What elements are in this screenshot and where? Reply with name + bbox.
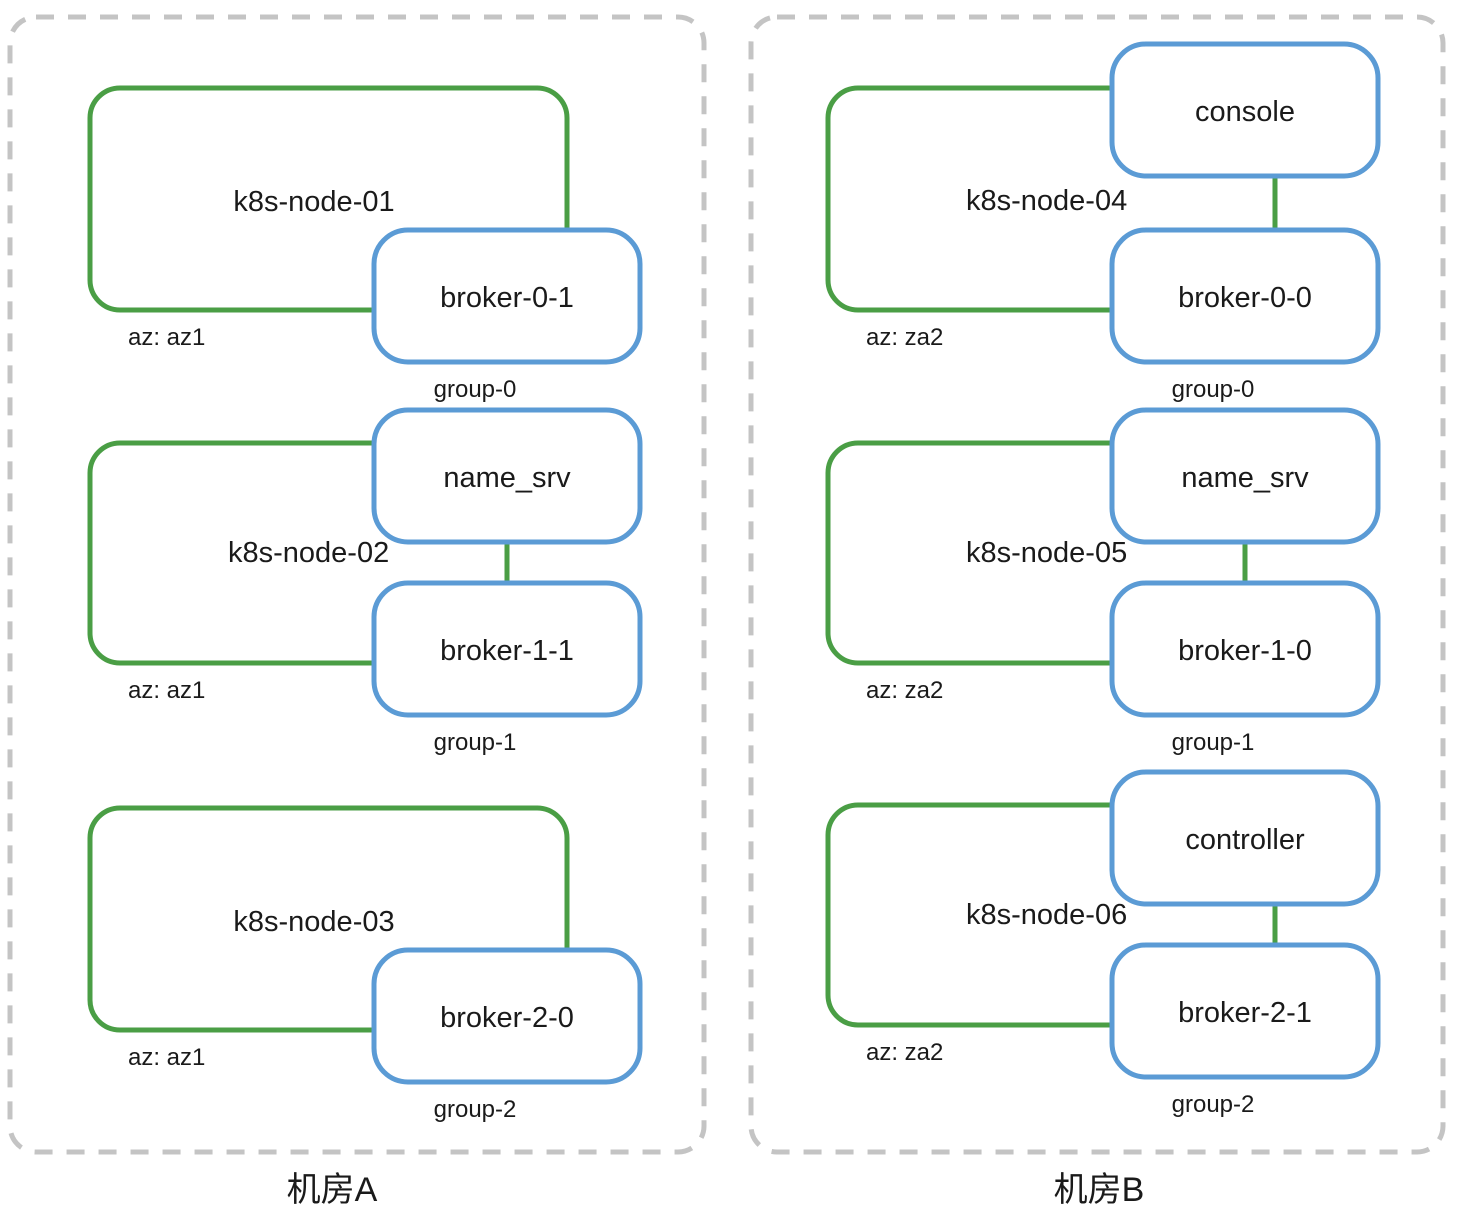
k8s-node-03-label: k8s-node-03	[233, 906, 394, 938]
pod-broker-0-1-box[interactable]	[371, 227, 643, 365]
pod-broker-2-1[interactable]: broker-2-1 group-2	[1109, 942, 1381, 1118]
pod-broker-2-1-label: broker-2-1	[1178, 997, 1312, 1029]
zone-a-caption: 机房A	[287, 1171, 378, 1209]
zone-b-caption: 机房B	[1054, 1171, 1145, 1209]
pod-name-srv-a-box[interactable]	[371, 407, 643, 545]
pod-broker-1-0-box[interactable]	[1109, 580, 1381, 718]
k8s-node-02[interactable]: k8s-node-02 az: az1	[87, 440, 510, 704]
pod-broker-2-0-label: broker-2-0	[440, 1002, 574, 1034]
pod-broker-0-1[interactable]: broker-0-1 group-0	[371, 227, 643, 403]
pod-broker-1-1[interactable]: broker-1-1 group-1	[371, 580, 643, 756]
pod-name-srv-b[interactable]: name_srv	[1109, 407, 1381, 545]
pod-broker-0-0-group-label: group-0	[1172, 376, 1255, 403]
k8s-node-02-az-label: az: az1	[128, 677, 205, 704]
pod-broker-0-0-label: broker-0-0	[1178, 282, 1312, 314]
k8s-node-06-boundary	[825, 802, 1115, 1028]
pod-controller[interactable]: controller	[1109, 769, 1381, 907]
zone-a-group	[7, 14, 707, 1155]
k8s-node-03[interactable]: k8s-node-03 az: az1	[87, 805, 570, 1071]
pod-console-box[interactable]	[1109, 41, 1381, 179]
k8s-node-01-label: k8s-node-01	[233, 186, 394, 218]
pod-broker-2-0-group-label: group-2	[434, 1096, 517, 1123]
pod-controller-box[interactable]	[1109, 769, 1381, 907]
k8s-node-04-boundary	[825, 85, 1115, 313]
pod-broker-0-0[interactable]: broker-0-0 group-0	[1109, 227, 1381, 403]
pod-name-srv-a-label: name_srv	[443, 462, 571, 494]
pod-console-label: console	[1195, 96, 1295, 128]
pod-broker-1-0-label: broker-1-0	[1178, 635, 1312, 667]
pod-broker-2-0[interactable]: broker-2-0 group-2	[371, 947, 643, 1123]
k8s-node-01[interactable]: k8s-node-01 az: az1	[87, 85, 570, 351]
k8s-node-01-boundary	[87, 85, 540, 313]
pod-name-srv-a[interactable]: name_srv	[371, 407, 643, 545]
pod-broker-0-0-box[interactable]	[1109, 227, 1381, 365]
pod-broker-2-1-box[interactable]	[1109, 942, 1381, 1080]
k8s-node-06-az-label: az: za2	[866, 1039, 943, 1066]
zone-b-boundary	[748, 14, 1446, 1155]
pod-broker-1-1-box[interactable]	[371, 580, 643, 718]
k8s-node-02-label: k8s-node-02	[228, 537, 389, 569]
k8s-node-05-az-label: az: za2	[866, 677, 943, 704]
k8s-node-02-boundary	[87, 440, 377, 666]
k8s-node-01-right-edge	[534, 85, 570, 233]
k8s-node-03-right-edge	[534, 805, 570, 953]
pod-broker-2-1-group-label: group-2	[1172, 1091, 1255, 1118]
k8s-node-01-az-label: az: az1	[128, 324, 205, 351]
k8s-node-03-boundary	[87, 805, 540, 1033]
pod-console[interactable]: console	[1109, 41, 1381, 179]
k8s-node-05[interactable]: k8s-node-05 az: za2	[825, 440, 1248, 704]
k8s-node-06-label: k8s-node-06	[966, 899, 1127, 931]
k8s-node-04-az-label: az: za2	[866, 324, 943, 351]
pod-controller-label: controller	[1185, 824, 1305, 856]
pod-broker-1-1-label: broker-1-1	[440, 635, 574, 667]
pod-broker-1-1-group-label: group-1	[434, 729, 517, 756]
pod-broker-2-0-box[interactable]	[371, 947, 643, 1085]
k8s-node-05-boundary	[825, 440, 1115, 666]
pod-broker-0-1-group-label: group-0	[434, 376, 517, 403]
k8s-node-04[interactable]: k8s-node-04 az: za2	[825, 85, 1278, 351]
pod-name-srv-b-box[interactable]	[1109, 407, 1381, 545]
zone-b-group	[748, 14, 1446, 1155]
pod-broker-1-0[interactable]: broker-1-0 group-1	[1109, 580, 1381, 756]
k8s-node-03-az-label: az: az1	[128, 1044, 205, 1071]
zone-a-boundary	[7, 14, 707, 1155]
pod-broker-1-0-group-label: group-1	[1172, 729, 1255, 756]
pod-broker-0-1-label: broker-0-1	[440, 282, 574, 314]
k8s-node-05-label: k8s-node-05	[966, 537, 1127, 569]
k8s-node-04-label: k8s-node-04	[966, 185, 1127, 217]
k8s-node-06[interactable]: k8s-node-06 az: za2	[825, 802, 1278, 1066]
pod-name-srv-b-label: name_srv	[1181, 462, 1309, 494]
